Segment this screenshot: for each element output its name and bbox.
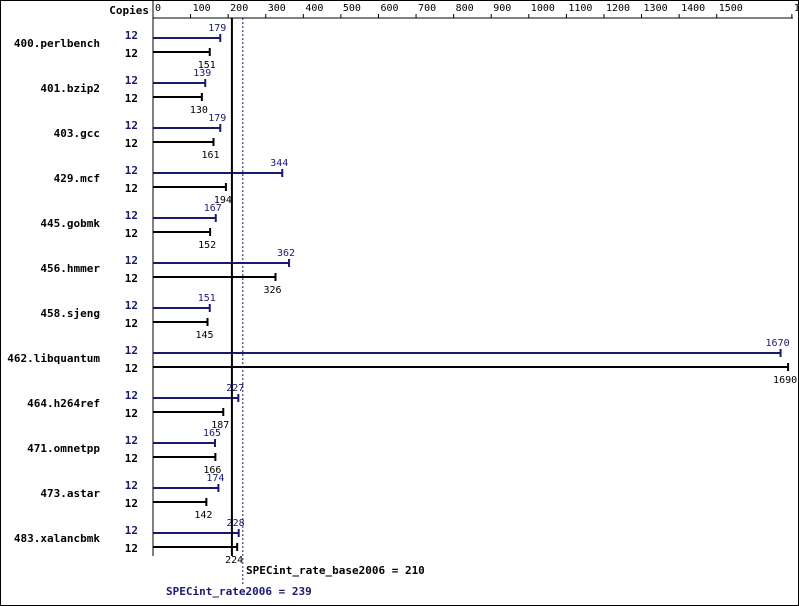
peak-value-label: 139 <box>193 68 211 79</box>
base-value-label: 326 <box>263 285 281 296</box>
benchmark-row: 462.libquantum 12 12 1670 1690 <box>7 338 797 386</box>
base-value-label: 142 <box>194 510 212 521</box>
benchmark-name: 429.mcf <box>54 172 100 185</box>
peak-copies-label: 12 <box>125 434 138 447</box>
base-value-label: 187 <box>211 420 229 431</box>
base-value-label: 224 <box>225 555 243 566</box>
peak-value-label: 167 <box>204 203 222 214</box>
peak-copies-label: 12 <box>125 299 138 312</box>
benchmark-row: 471.omnetpp 12 12 165 166 <box>27 428 221 476</box>
benchmark-name: 445.gobmk <box>40 217 100 230</box>
x-tick-label: 300 <box>268 3 286 14</box>
benchmark-name: 458.sjeng <box>40 307 100 320</box>
benchmark-row: 483.xalancbmk 12 12 228 224 <box>14 518 245 566</box>
peak-copies-label: 12 <box>125 254 138 267</box>
x-axis: 0 100 200 300 400 500 600 700 800 900 1000 1100 1200… <box>152 0 799 556</box>
x-tick-label: 400 <box>305 3 323 14</box>
benchmark-name: 464.h264ref <box>27 397 100 410</box>
x-tick-label: 1100 <box>568 3 592 14</box>
peak-copies-label: 12 <box>125 164 138 177</box>
base-value-label: 145 <box>195 330 213 341</box>
peak-copies-label: 12 <box>125 344 138 357</box>
base-copies-label: 12 <box>125 272 138 285</box>
benchmark-name: 462.libquantum <box>7 352 100 365</box>
base-value-label: 161 <box>201 150 219 161</box>
base-value-label: 130 <box>190 105 208 116</box>
x-tick-label: 700 <box>418 3 436 14</box>
benchmark-name: 403.gcc <box>54 127 100 140</box>
peak-value-label: 179 <box>208 23 226 34</box>
benchmark-row: 456.hmmer 12 12 362 326 <box>40 248 295 296</box>
x-tick-label: 600 <box>380 3 398 14</box>
peak-copies-label: 12 <box>125 209 138 222</box>
benchmark-row: 445.gobmk 12 12 167 152 <box>40 203 221 251</box>
peak-copies-label: 12 <box>125 74 138 87</box>
base-copies-label: 12 <box>125 362 138 375</box>
x-tick-label: 0 <box>155 3 161 14</box>
x-tick-label: 1300 <box>644 3 668 14</box>
benchmark-row: 458.sjeng 12 12 151 145 <box>40 293 215 341</box>
base-value-label: 1690 <box>773 375 797 386</box>
copies-header: Copies <box>109 4 149 17</box>
peak-value-label: 362 <box>277 248 295 259</box>
base-copies-label: 12 <box>125 137 138 150</box>
peak-value-label: 179 <box>208 113 226 124</box>
benchmark-row: 400.perlbench 12 12 179 151 <box>14 23 226 71</box>
base-copies-label: 12 <box>125 497 138 510</box>
benchmark-row: 473.astar 12 12 174 142 <box>40 473 224 521</box>
benchmark-row: 429.mcf 12 12 344 194 <box>54 158 289 206</box>
base-copies-label: 12 <box>125 92 138 105</box>
benchmark-row: 401.bzip2 12 12 139 130 <box>40 68 211 116</box>
peak-value-label: 165 <box>203 428 221 439</box>
bars: 400.perlbench1212179151401.bzip212121391… <box>7 23 797 566</box>
peak-value-label: 174 <box>206 473 224 484</box>
peak-copies-label: 12 <box>125 524 138 537</box>
x-tick-label: 900 <box>493 3 511 14</box>
base-value-label: 194 <box>214 195 232 206</box>
benchmark-name: 483.xalancbmk <box>14 532 100 545</box>
peak-value-label: 151 <box>198 293 216 304</box>
base-copies-label: 12 <box>125 452 138 465</box>
x-tick-label: 500 <box>343 3 361 14</box>
base-copies-label: 12 <box>125 47 138 60</box>
base-value-label: 152 <box>198 240 216 251</box>
peak-copies-label: 12 <box>125 479 138 492</box>
peak-value-label: 228 <box>227 518 245 529</box>
base-copies-label: 12 <box>125 227 138 240</box>
peak-copies-label: 12 <box>125 29 138 42</box>
benchmark-row: 464.h264ref 12 12 227 187 <box>27 383 244 431</box>
x-tick-label: 1200 <box>606 3 630 14</box>
benchmark-name: 471.omnetpp <box>27 442 100 455</box>
reference-lines <box>230 18 244 586</box>
base-copies-label: 12 <box>125 182 138 195</box>
benchmark-row: 403.gcc 12 12 179 161 <box>54 113 227 161</box>
x-tick-label: 1500 <box>719 3 743 14</box>
x-tick-label: 100 <box>193 3 211 14</box>
x-tick-label: 1400 <box>681 3 705 14</box>
peak-value-label: 1670 <box>766 338 790 349</box>
base-copies-label: 12 <box>125 407 138 420</box>
x-tick-label: 800 <box>456 3 474 14</box>
base-value-label: 151 <box>198 60 216 71</box>
peak-value-label: 227 <box>226 383 244 394</box>
base-copies-label: 12 <box>125 317 138 330</box>
peak-copies-label: 12 <box>125 119 138 132</box>
peak-value-label: 344 <box>270 158 288 169</box>
benchmark-name: 401.bzip2 <box>40 82 100 95</box>
peak-copies-label: 12 <box>125 389 138 402</box>
benchmark-name: 473.astar <box>40 487 100 500</box>
x-tick-label: 200 <box>230 3 248 14</box>
benchmark-name: 456.hmmer <box>40 262 100 275</box>
x-tick-label: 1000 <box>531 3 555 14</box>
base-copies-label: 12 <box>125 542 138 555</box>
peak-summary-label: SPECint_rate2006 = 239 <box>166 585 312 598</box>
x-tick-label: 1700 <box>794 3 799 14</box>
base-value-label: 166 <box>203 465 221 476</box>
base-summary-label: SPECint_rate_base2006 = 210 <box>246 564 425 577</box>
benchmark-name: 400.perlbench <box>14 37 100 50</box>
